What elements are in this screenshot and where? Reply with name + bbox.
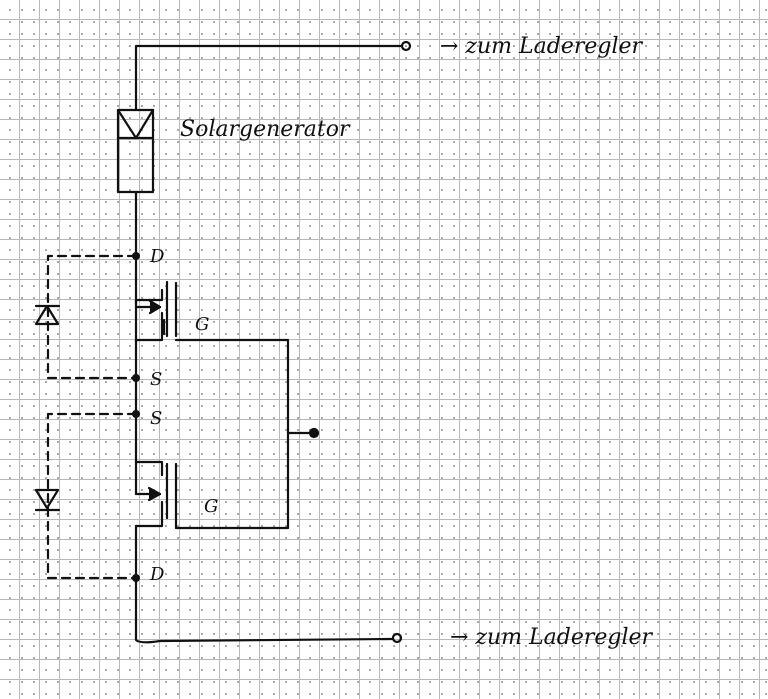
source-junction-lower [132,410,140,418]
upper-gate-label: G [195,314,209,335]
drain-junction-lower [132,574,140,582]
solar-cell-triangle [116,108,155,140]
top-output-label: → zum Laderegler [440,34,644,59]
source-junction-upper [132,374,140,382]
upper-source-label: S [150,369,162,390]
upper-diode-dashed-wire [46,254,138,380]
lower-gate-label: G [204,496,218,517]
upper-mosfet [134,280,178,344]
lower-body-diode [34,488,61,512]
lower-source-label: S [150,408,162,429]
bottom-output-label: → zum Laderegler [450,625,654,650]
solar-generator-symbol [116,108,155,194]
bottom-terminal [391,632,403,644]
lower-mosfet [134,460,178,530]
gate-wire [174,338,290,530]
gate-output-terminal [308,427,320,439]
top-terminal [400,40,412,52]
lower-drain-label: D [149,564,165,585]
lower-diode-dashed-wire [46,412,138,580]
upper-drain-label: D [149,246,165,267]
top-wire [134,44,404,112]
upper-body-diode [34,304,61,326]
bottom-wire [134,558,394,644]
solar-generator-label: Solargenerator [180,117,351,142]
drain-junction-upper [132,252,140,260]
